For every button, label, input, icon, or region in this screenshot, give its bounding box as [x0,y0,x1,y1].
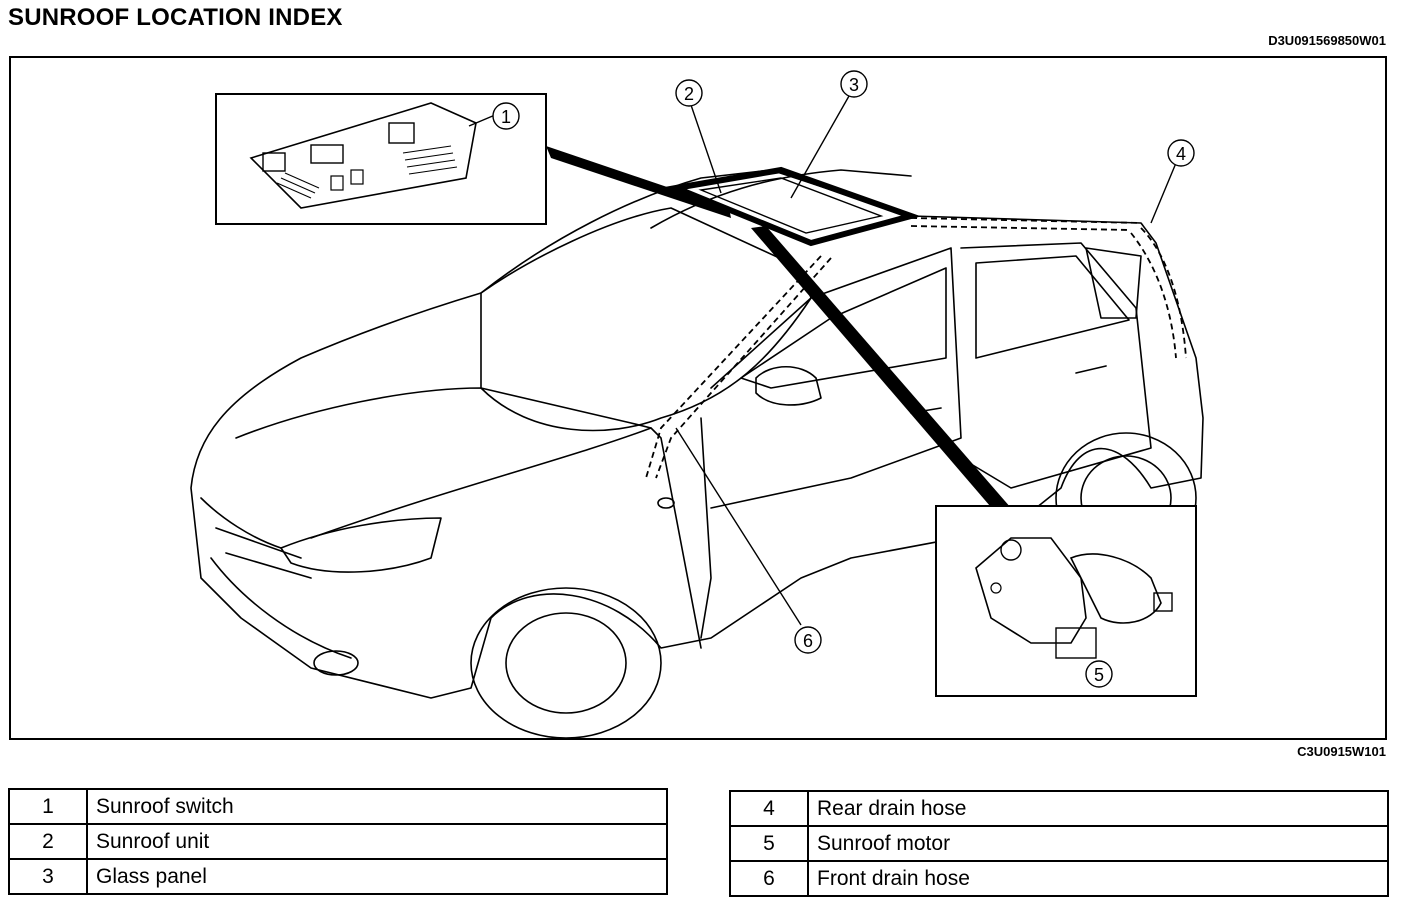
legend-number: 4 [729,790,809,827]
motor-inset [935,505,1197,697]
callout-6 [794,626,822,654]
windshield [480,207,812,432]
glass-panel [698,177,884,234]
figure-code: C3U0915W101 [1297,744,1386,759]
legend-label: Sunroof unit [86,823,668,860]
legend-label: Front drain hose [807,860,1389,897]
callout-3 [840,70,868,98]
roof-line [650,169,912,229]
callout-6-label: 6 [803,631,813,651]
callout-2 [675,79,703,107]
callouts [492,70,1195,688]
speaker-grille-right [402,145,458,175]
car-drawing: 1 2 3 4 5 6 [190,70,1204,738]
callout-1 [492,102,520,130]
door-handles [910,365,1107,414]
legend-row: 5 Sunroof motor [729,825,1389,862]
speaker-grille-left [276,172,320,199]
headlight [280,517,442,573]
front-wheel [470,587,662,738]
switch-inset [215,93,547,225]
rear-door [960,242,1152,489]
legend-number: 3 [8,858,88,895]
callout-1-label: 1 [501,107,511,127]
legend-number: 6 [729,860,809,897]
callout-5-label: 5 [1094,665,1104,685]
legend-number: 5 [729,825,809,862]
motor-housing [975,537,1087,644]
car-body-outline [190,169,1204,699]
legend-row: 1 Sunroof switch [8,788,668,825]
leader-beams [546,146,1011,513]
hood-line [235,387,652,539]
callout-4-label: 4 [1176,144,1186,164]
sunroof-unit [665,166,922,247]
mirror [755,366,822,406]
callout-3-label: 3 [849,75,859,95]
a-pillar [650,417,712,649]
legend-table-left: 1 Sunroof switch 2 Sunroof unit 3 Glass … [8,788,668,895]
motor-shaft [1153,592,1173,612]
legend-label: Sunroof switch [86,788,668,825]
legend-label: Glass panel [86,858,668,895]
map-light-right [388,122,415,144]
legend-row: 6 Front drain hose [729,860,1389,897]
car-illustration: 1 2 3 4 5 6 [9,56,1387,740]
fog-light [313,650,359,676]
sunroof-switch [310,144,344,164]
rear-quarter-window [1085,247,1142,319]
front-door [710,247,962,509]
legend-number: 2 [8,823,88,860]
rear-drain-hose [1140,227,1187,359]
legend-label: Rear drain hose [807,790,1389,827]
drain-hoses [645,217,1187,479]
legend-row: 4 Rear drain hose [729,790,1389,827]
callout-5 [1085,660,1113,688]
legend-label: Sunroof motor [807,825,1389,862]
legend-number: 1 [8,788,88,825]
document-code: D3U091569850W01 [1268,33,1386,48]
overhead-console [249,102,477,209]
motor-connector [1055,627,1097,659]
legend-row: 2 Sunroof unit [8,823,668,860]
callout-4 [1167,139,1195,167]
page-title: SUNROOF LOCATION INDEX [8,4,343,31]
side-windows [740,255,1130,389]
legend-table-right: 4 Rear drain hose 5 Sunroof motor 6 Fron… [729,790,1389,897]
front-drain-hose [655,257,832,479]
legend-row: 3 Glass panel [8,858,668,895]
motor-cylinder [1069,553,1162,624]
callout-2-label: 2 [684,84,694,104]
grille-lines [200,497,352,659]
map-light-left [262,152,286,172]
